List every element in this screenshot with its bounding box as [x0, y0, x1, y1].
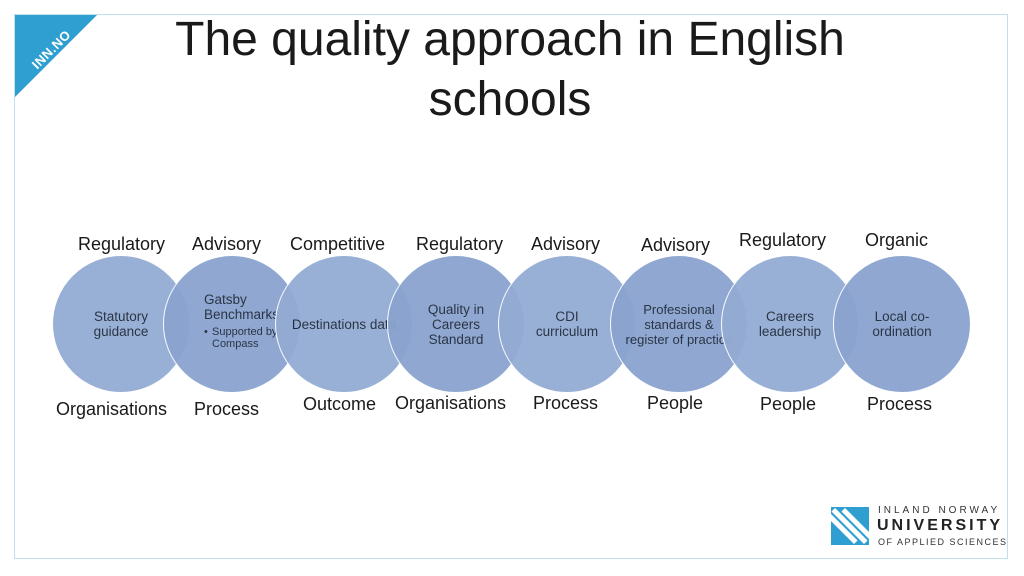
circle-text: Quality in Careers Standard	[427, 301, 485, 347]
circle-local-coordination: Local co-ordination	[833, 255, 971, 393]
circle-text: Statutory guidance	[93, 309, 149, 339]
bottom-label-3: Outcome	[303, 394, 377, 414]
circle-professional-standards: Professional standards & register of pra…	[610, 255, 748, 393]
top-label-8: Organic	[865, 230, 929, 250]
university-logo-icon	[821, 507, 878, 545]
slide-title: The quality approach in English schools	[175, 13, 845, 126]
top-label-5: Advisory	[531, 234, 601, 254]
circle-text: Gatsby Benchmarks	[204, 292, 280, 322]
circle-subtext: Supported by Compass	[204, 326, 292, 350]
bottom-label-4: Organisations	[395, 393, 507, 413]
logo-line-1: INLAND NORWAY	[878, 505, 1001, 516]
logo-line-2: UNIVERSITY	[877, 517, 1004, 534]
circle-text: CDI curriculum	[535, 309, 599, 339]
circle-text: Careers leadership	[758, 309, 822, 339]
top-label-6: Advisory	[641, 235, 711, 255]
bottom-label-6: People	[647, 393, 704, 413]
bottom-label-5: Process	[533, 393, 599, 413]
circle-gatsby-benchmarks: Gatsby Benchmarks Supported by Compass	[163, 255, 301, 393]
circle-quality-in-careers: Quality in Careers Standard	[387, 255, 525, 393]
bottom-label-1: Organisations	[56, 399, 168, 419]
slide-frame: INN.NO	[14, 14, 1008, 559]
top-label-4: Regulatory	[416, 234, 504, 254]
circle-statutory-guidance: Statutory guidance	[52, 255, 190, 393]
top-label-3: Competitive	[290, 234, 386, 254]
bottom-label-2: Process	[194, 399, 260, 419]
corner-ribbon	[15, 15, 97, 97]
circle-text: Destinations data	[291, 316, 397, 332]
bottom-label-7: People	[760, 394, 817, 414]
bottom-label-8: Process	[867, 394, 933, 414]
circle-destinations-data: Destinations data	[275, 255, 413, 393]
circle-text: Professional standards & register of pra…	[625, 301, 733, 347]
top-label-1: Regulatory	[78, 234, 166, 254]
circle-text: Local co-ordination	[872, 309, 932, 339]
logo-line-3: OF APPLIED SCIENCES	[878, 537, 1008, 547]
top-label-7: Regulatory	[739, 230, 827, 250]
top-label-2: Advisory	[192, 234, 262, 254]
